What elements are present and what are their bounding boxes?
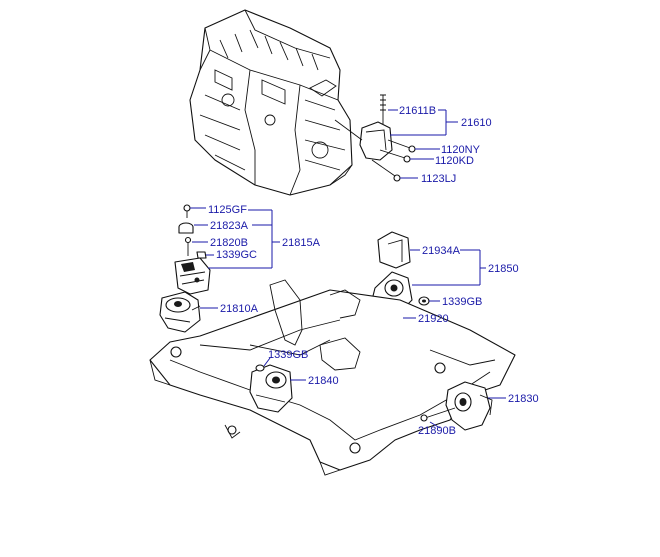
label-21610: 21610 xyxy=(461,117,492,129)
lower-center-mount xyxy=(249,364,293,413)
label-21810A: 21810A xyxy=(220,303,259,315)
label-1339GB-lower: 1339GB xyxy=(268,349,308,361)
label-21830: 21830 xyxy=(508,393,539,405)
engine-block xyxy=(189,9,353,196)
engine-bracket xyxy=(359,94,393,161)
label-1339GB-upper: 1339GB xyxy=(442,296,482,308)
label-21815A: 21815A xyxy=(282,237,321,249)
part-labels: 21611B 21610 1120NY 1120KD 1123LJ 1125GF… xyxy=(208,105,539,437)
left-mount-assembly xyxy=(159,204,211,333)
label-21840: 21840 xyxy=(308,375,339,387)
leader-lines xyxy=(190,109,506,429)
label-21920: 21920 xyxy=(418,313,449,325)
label-21850: 21850 xyxy=(488,263,519,275)
label-1125GF: 1125GF xyxy=(208,204,247,216)
label-1120NY: 1120NY xyxy=(441,144,481,156)
label-1123LJ: 1123LJ xyxy=(421,173,456,185)
label-1120KD: 1120KD xyxy=(435,155,474,167)
label-21890B: 21890B xyxy=(418,425,456,437)
label-21820B: 21820B xyxy=(210,237,248,249)
label-21934A: 21934A xyxy=(422,245,461,257)
label-1339GC: 1339GC xyxy=(216,249,257,261)
label-21611B: 21611B xyxy=(399,105,436,117)
label-21823A: 21823A xyxy=(210,220,249,232)
right-lower-mount xyxy=(420,381,493,431)
engine-bracket-bolts xyxy=(334,119,416,182)
